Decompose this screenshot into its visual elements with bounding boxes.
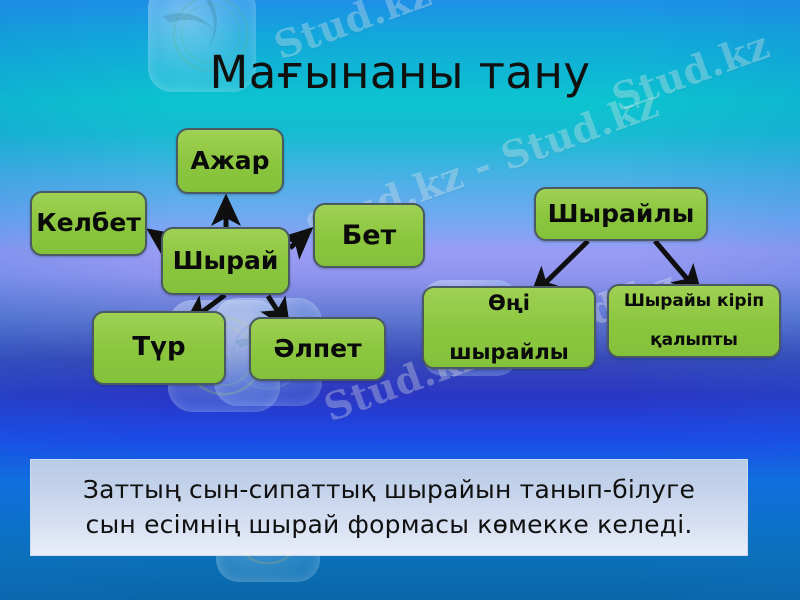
- node-azhar[interactable]: Ажар: [176, 128, 284, 194]
- node-shyray[interactable]: Шырай: [161, 227, 290, 295]
- node-bet[interactable]: Бет: [313, 203, 425, 268]
- page-title: Мағынаны тану: [209, 46, 591, 99]
- node-label: Шырайы кіріп қалыпты: [612, 290, 776, 351]
- node-label-line1: Өңі: [487, 291, 530, 316]
- node-tur[interactable]: Түр: [92, 311, 226, 385]
- node-label: Әлпет: [273, 333, 362, 363]
- node-alpet[interactable]: Әлпет: [249, 317, 386, 381]
- node-label: Келбет: [36, 208, 141, 238]
- caption-line-2: сын есімнің шырай формасы көмекке келеді…: [85, 509, 693, 539]
- node-label: Ажар: [190, 145, 270, 175]
- node-shyrayly[interactable]: Шырайлы: [534, 187, 708, 241]
- node-label: Шырай: [172, 245, 279, 275]
- node-label-line2: шырайлы: [449, 339, 569, 364]
- node-label: Бет: [341, 219, 397, 251]
- caption-line-1: Заттың сын-сипаттық шырайын танып-білуге: [82, 475, 696, 504]
- node-label: Өңі шырайлы: [437, 291, 581, 363]
- node-kelbet[interactable]: Келбет: [30, 191, 147, 256]
- node-label-line2: қалыпты: [650, 329, 738, 350]
- node-shyrayy-kirip-qalypty[interactable]: Шырайы кіріп қалыпты: [607, 284, 781, 358]
- caption-box: Заттың сын-сипаттық шырайын танып-білуге…: [30, 459, 748, 556]
- node-ongi-shyrayly[interactable]: Өңі шырайлы: [422, 286, 596, 369]
- node-label-line1: Шырайы кіріп: [623, 290, 765, 311]
- node-label: Шырайлы: [547, 198, 695, 228]
- node-label: Түр: [132, 332, 186, 363]
